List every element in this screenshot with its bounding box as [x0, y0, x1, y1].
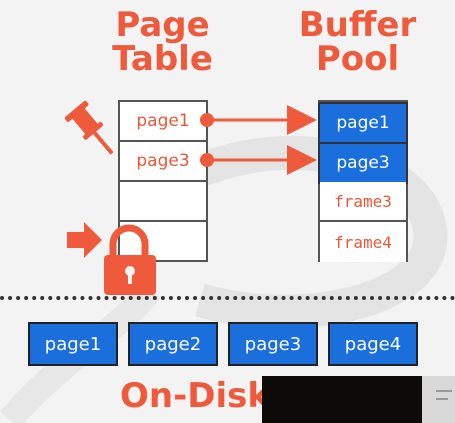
- memory-disk-divider: [0, 296, 455, 300]
- slide-thumbnail: [422, 376, 455, 423]
- disk-page: page4: [328, 322, 418, 366]
- page-table: page1 page3: [118, 100, 208, 262]
- buffer-frame: page1: [318, 102, 408, 144]
- buffer-pool: page1 page3 frame3 frame4: [318, 100, 408, 262]
- buffer-pool-heading-line2: Pool: [315, 39, 400, 79]
- page-table-entry: page1: [120, 102, 206, 142]
- page-table-entry: [120, 222, 206, 262]
- page-table-entry: [120, 182, 206, 222]
- page-table-entry: page3: [120, 142, 206, 182]
- disk-page: page2: [128, 322, 218, 366]
- buffer-frame: frame3: [320, 182, 406, 222]
- buffer-pool-heading: Buffer Pool: [295, 8, 420, 76]
- video-overlay: [262, 376, 422, 423]
- on-disk-heading: On-Disk: [120, 376, 270, 416]
- disk-page: page3: [228, 322, 318, 366]
- disk-page: page1: [28, 322, 118, 366]
- buffer-pool-heading-line1: Buffer: [298, 5, 417, 45]
- buffer-frame: frame4: [320, 222, 406, 262]
- page-table-heading-line2: Table: [112, 39, 213, 79]
- buffer-frame: page3: [318, 142, 408, 184]
- page-table-heading-line1: Page: [115, 5, 210, 45]
- page-table-heading: Page Table: [100, 8, 225, 76]
